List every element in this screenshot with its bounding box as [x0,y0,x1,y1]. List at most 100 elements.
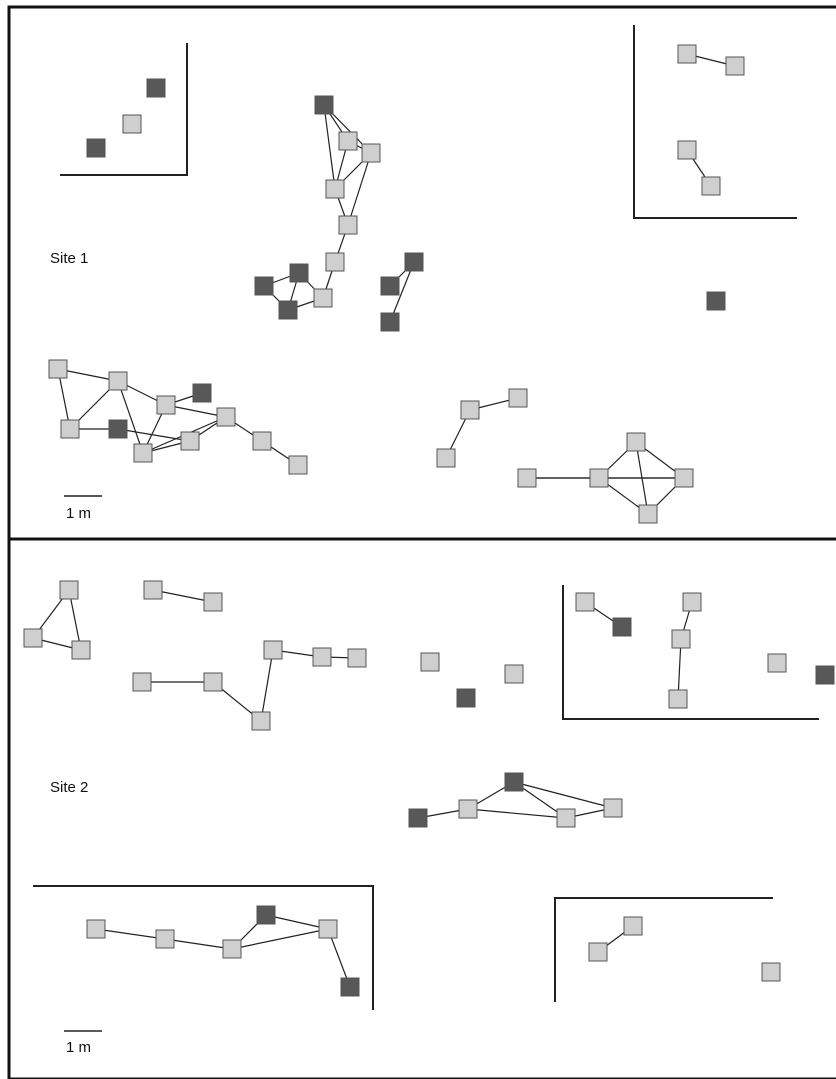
light-find-square [86,919,106,939]
light-find-square [761,962,781,982]
refit-link [165,404,227,418]
wall-corner [33,885,374,1010]
light-find-square [252,431,272,451]
light-find-square [155,929,175,949]
light-find-square [588,942,608,962]
light-find-square [251,711,271,731]
light-find-square [263,640,283,660]
light-find-square [347,648,367,668]
wall-corner [633,25,797,219]
light-find-square [671,629,691,649]
dark-find-square [380,312,400,332]
light-find-square [436,448,456,468]
light-find-square [71,640,91,660]
light-find-square [318,919,338,939]
refit-link [152,589,214,603]
dark-find-square [504,772,524,792]
refit-link [57,368,119,382]
light-find-square [203,592,223,612]
refit-link [260,649,274,722]
site2-panel: Site 2 1 m [23,580,835,1056]
refit-link [389,261,415,323]
light-find-square [682,592,702,612]
refit-link [164,938,233,950]
light-find-square [420,652,440,672]
refit-link [677,638,682,700]
light-find-square [677,140,697,160]
light-find-square [222,939,242,959]
wall-corner [554,897,773,1002]
dark-find-square [408,808,428,828]
dark-find-square [86,138,106,158]
light-find-square [767,653,787,673]
light-find-square [108,371,128,391]
light-find-square [504,664,524,684]
refit-link [323,104,336,190]
refit-link [57,368,71,430]
light-find-square [674,468,694,488]
refit-link [95,928,166,940]
dark-find-square [108,419,128,439]
site2-squares [23,580,835,997]
light-find-square [325,179,345,199]
refit-link [513,781,614,809]
site1-squares [48,44,745,524]
light-find-square [677,44,697,64]
light-find-square [59,580,79,600]
site1-walls [60,25,797,219]
light-find-square [623,916,643,936]
refit-link [347,152,372,226]
site1-label: Site 1 [50,250,88,267]
refit-link [265,914,329,930]
light-find-square [725,56,745,76]
dark-find-square [456,688,476,708]
wall-corner [60,43,188,176]
light-find-square [313,288,333,308]
dark-find-square [192,383,212,403]
dark-find-square [612,617,632,637]
panel-frames [7,5,836,1079]
light-find-square [143,580,163,600]
light-find-square [23,628,43,648]
dark-find-square [289,263,309,283]
light-find-square [122,114,142,134]
light-find-square [668,689,688,709]
site1-panel-frame [7,5,836,541]
light-find-square [517,468,537,488]
dark-find-square [314,95,334,115]
light-find-square [156,395,176,415]
site2-scale-label: 1 m [66,1039,91,1056]
light-find-square [312,647,332,667]
wall-corner [562,585,819,720]
refit-link [117,428,191,442]
refit-link [117,380,144,454]
refit-link [327,928,351,988]
light-find-square [133,443,153,463]
light-find-square [288,455,308,475]
dark-find-square [380,276,400,296]
light-find-square [638,504,658,524]
dark-find-square [254,276,274,296]
light-find-square [60,419,80,439]
light-find-square [589,468,609,488]
light-find-square [458,799,478,819]
light-find-square [575,592,595,612]
refit-link [467,808,567,819]
refit-link [231,928,329,950]
dark-find-square [706,291,726,311]
dark-find-square [146,78,166,98]
light-find-square [338,131,358,151]
light-find-square [626,432,646,452]
site2-panel-frame [7,537,836,1079]
dark-find-square [278,300,298,320]
light-find-square [216,407,236,427]
site2-label: Site 2 [50,779,88,796]
light-find-square [361,143,381,163]
refit-link [68,589,82,651]
site1-panel: Site 1 1 m [48,25,797,524]
light-find-square [132,672,152,692]
dark-find-square [815,665,835,685]
light-find-square [180,431,200,451]
light-find-square [203,672,223,692]
